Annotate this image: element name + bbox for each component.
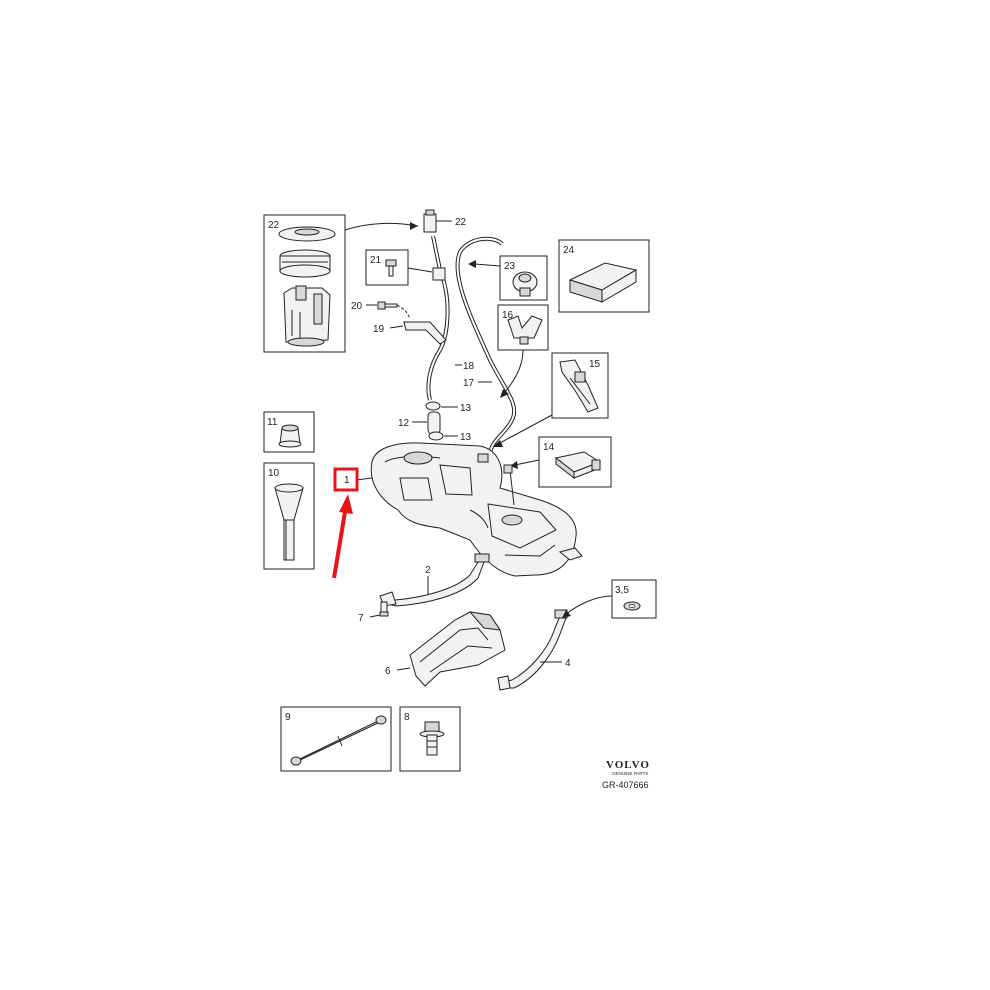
part-box-10[interactable]: 10 [263, 462, 315, 570]
part-box-9[interactable]: 9 [280, 706, 392, 772]
leader-20 [396, 304, 411, 319]
highlight-box [333, 467, 359, 492]
callout-6: 6 [385, 666, 391, 677]
filler-pipe-18[interactable] [426, 235, 450, 401]
leader-1 [355, 477, 373, 481]
part-box-15[interactable]: 15 [551, 352, 609, 419]
arrow-22-box [410, 222, 418, 230]
callout-19: 19 [373, 324, 385, 335]
callout-2: 2 [425, 565, 431, 576]
part-box-16[interactable]: 16 [497, 304, 549, 351]
callout-1: 1 [344, 475, 350, 486]
leader-22-box [344, 222, 419, 231]
part-22-filler-cap[interactable]: 22 [423, 209, 467, 233]
arrow-23 [468, 260, 476, 268]
callout-13a: 13 [460, 403, 472, 414]
callout-23: 23 [504, 261, 516, 272]
highlight-arrow [332, 494, 353, 579]
volvo-logo: VOLVO GENUINE PARTS [606, 759, 650, 776]
part-6-heat-shield[interactable]: 6 [385, 611, 506, 687]
part-12-hose[interactable]: 12 [398, 411, 441, 435]
callout-24: 24 [563, 245, 575, 256]
callout-12: 12 [398, 418, 410, 429]
callout-22b: 22 [455, 217, 467, 228]
leader-23 [474, 263, 501, 267]
callout-11: 11 [267, 417, 278, 428]
callout-8: 8 [404, 712, 410, 723]
part-4-tank-strap[interactable]: 4 [497, 609, 571, 691]
arrow-15 [493, 440, 503, 447]
part-box-14[interactable]: 14 [538, 436, 612, 488]
callout-18: 18 [463, 361, 475, 372]
callout-7: 7 [358, 613, 364, 624]
callout-9: 9 [285, 712, 291, 723]
part-1-fuel-tank[interactable] [370, 442, 583, 577]
vent-pipe-17[interactable] [455, 236, 517, 457]
leader-14 [514, 459, 540, 466]
part-2-tank-strap[interactable]: 2 [379, 553, 490, 607]
part-box-8[interactable]: 8 [399, 706, 461, 772]
callout-17: 17 [463, 378, 475, 389]
callout-4: 4 [565, 658, 571, 669]
part-box-23[interactable]: 23 [499, 255, 548, 301]
callout-16: 16 [502, 310, 514, 321]
part-19-bracket[interactable]: 19 [373, 321, 447, 345]
leader-15 [497, 414, 553, 445]
callout-10: 10 [268, 468, 280, 479]
part-20-bolt[interactable]: 20 [351, 301, 398, 312]
callout-21: 21 [370, 255, 382, 266]
arrow-14 [510, 461, 518, 469]
part-box-21[interactable]: 21 [365, 249, 409, 286]
part-13-clamp-lower[interactable]: 13 [428, 431, 472, 443]
part-7-bolt[interactable]: 7 [358, 601, 389, 624]
leader-35 [565, 595, 613, 615]
part-box-3-5[interactable]: 3,5 [611, 579, 657, 619]
brand-tagline: GENUINE PARTS [612, 771, 648, 776]
highlight-callout-1: 1 [333, 467, 359, 492]
part-box-11[interactable]: 11 [263, 411, 315, 453]
part-box-24[interactable]: 24 [558, 239, 650, 313]
callout-13b: 13 [460, 432, 472, 443]
callout-15: 15 [589, 359, 601, 370]
brand-name: VOLVO [606, 759, 650, 771]
arrow-16 [500, 389, 509, 398]
leader-21 [407, 267, 433, 273]
arrow-35 [562, 610, 571, 618]
callout-14: 14 [543, 442, 555, 453]
callout-22a: 22 [268, 220, 280, 231]
diagram-reference: GR-407666 [602, 780, 649, 790]
leader-16 [504, 349, 524, 393]
callout-20: 20 [351, 301, 363, 312]
part-13-clamp-upper[interactable]: 13 [425, 401, 472, 414]
callout-3-5: 3,5 [615, 585, 629, 596]
part-box-22[interactable]: 22 [263, 214, 346, 353]
